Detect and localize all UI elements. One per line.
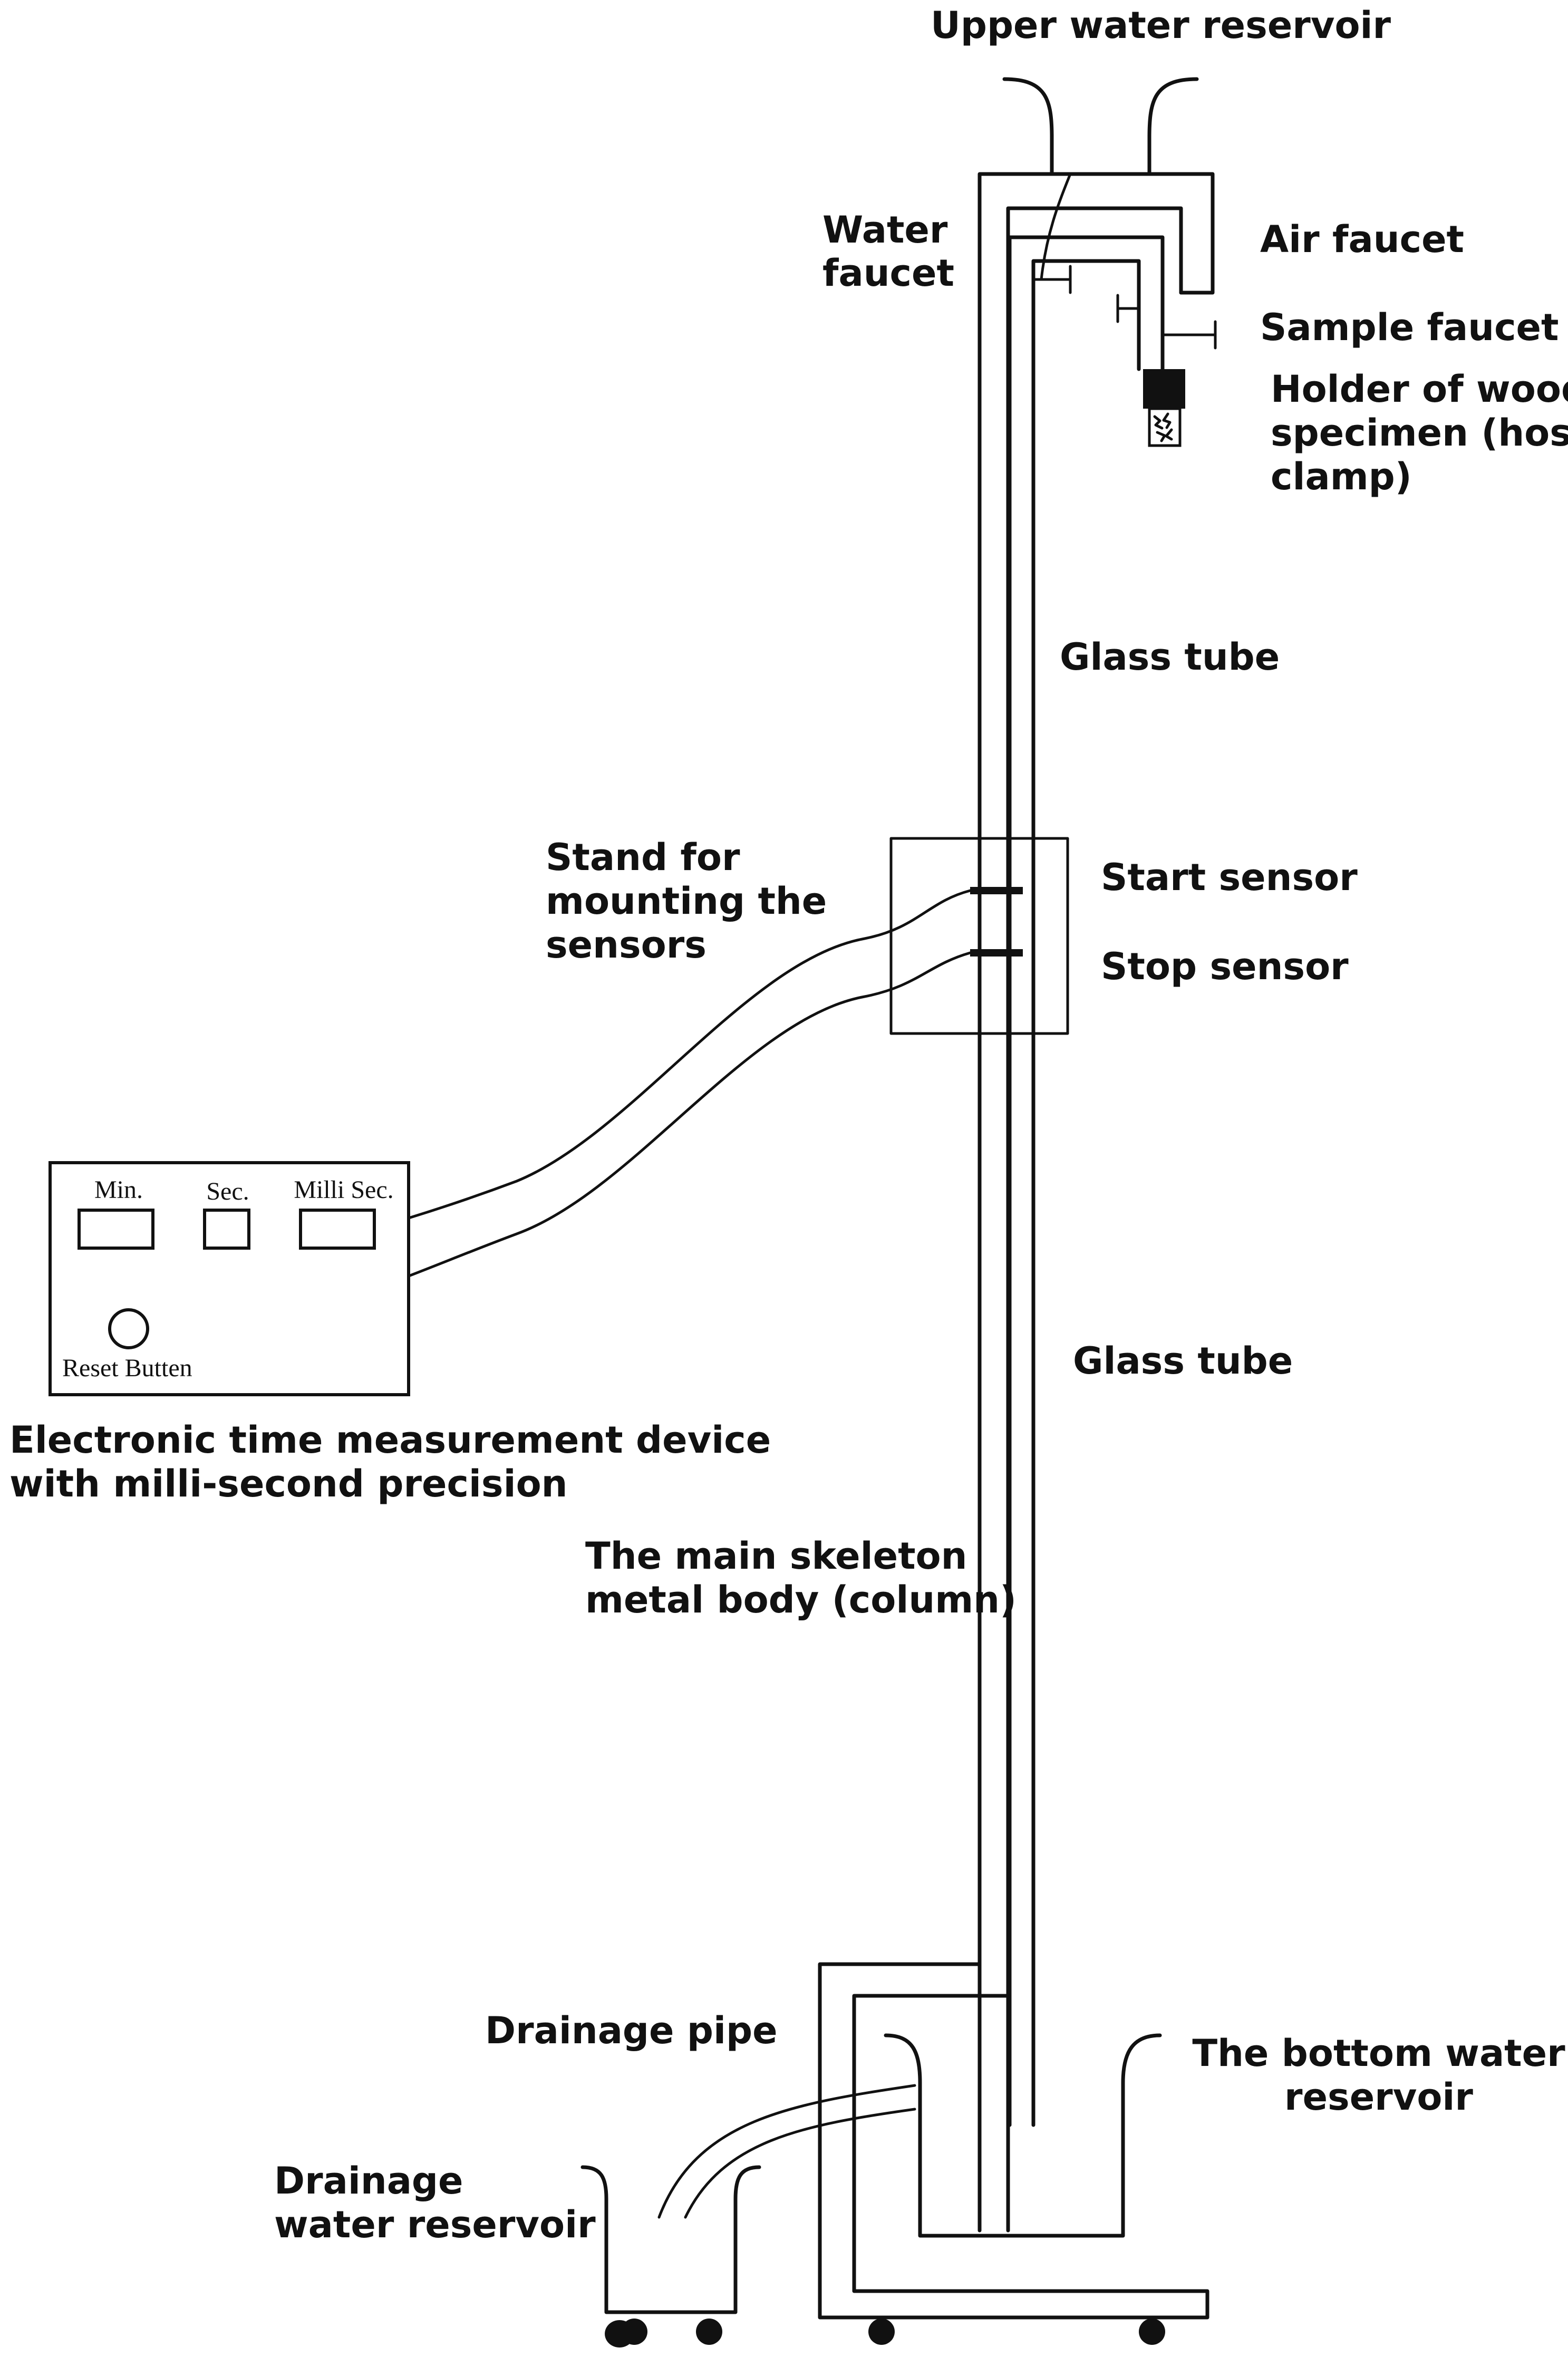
bottom-reservoir-label-1: The bottom water: [1192, 2032, 1565, 2075]
wood-specimen: [1148, 407, 1182, 447]
drainage-reservoir-label-1: Drainage: [274, 2159, 463, 2203]
start-sensor: [970, 887, 1023, 894]
milli-sec-label: Milli Sec.: [294, 1176, 393, 1204]
skeleton-label-2: metal body (column): [585, 1578, 1017, 1621]
stand-label-3: sensors: [546, 923, 706, 967]
wood-specimen-texture: [1153, 412, 1173, 442]
wheel-drain-left: [621, 2319, 647, 2345]
sample-faucet-label: Sample faucet: [1260, 306, 1559, 349]
start-sensor-cable: [407, 889, 972, 1220]
wheel-drain-right: [696, 2319, 722, 2345]
stop-sensor: [970, 949, 1023, 957]
sample-faucet: [1161, 320, 1217, 350]
drainage-pipe: [657, 2084, 916, 2219]
sensor-stand: [889, 837, 1069, 1035]
wheels: [605, 2319, 1165, 2348]
sec-label: Sec.: [206, 1177, 249, 1205]
wheel-base-left: [868, 2319, 895, 2345]
stop-sensor-cable: [407, 951, 972, 1278]
start-sensor-label: Start sensor: [1101, 856, 1358, 899]
glass-tube-inner: [1031, 259, 1141, 2127]
holder-label-2: specimen (hose: [1271, 411, 1568, 455]
stand-label-1: Stand for: [546, 836, 740, 879]
glass-tube: [1008, 235, 1165, 2127]
min-label: Min.: [94, 1176, 143, 1204]
reset-button: [108, 1308, 149, 1349]
stand-label-2: mounting the: [546, 880, 827, 923]
drainage-pipe-inner: [684, 2108, 916, 2219]
base-frame-outer: [818, 1962, 1209, 2320]
stop-sensor-label: Stop sensor: [1101, 945, 1349, 988]
bottom-reservoir-label-2: reservoir: [1284, 2075, 1473, 2119]
timer-device: Min. Sec. Milli Sec. Reset Butten: [49, 1161, 410, 1396]
holder-label-1: Holder of wood: [1271, 368, 1568, 411]
device-label-2: with milli-second precision: [9, 1462, 568, 1505]
wheel-base-right: [1139, 2319, 1165, 2345]
drainage-reservoir-label-2: water reservoir: [274, 2203, 596, 2246]
sec-display: [203, 1209, 250, 1250]
reset-label: Reset Butten: [62, 1354, 192, 1382]
water-inlet-line: [1040, 172, 1072, 281]
bottom-reservoir-vessel: [884, 2033, 1162, 2238]
water-faucet: [1032, 265, 1072, 294]
glass-tube-lower-label: Glass tube: [1073, 1339, 1293, 1383]
device-label-1: Electronic time measurement device: [9, 1418, 771, 1462]
air-faucet-label: Air faucet: [1260, 218, 1464, 261]
drainage-reservoir-vessel: [580, 2165, 761, 2314]
water-faucet-label-1: Water: [822, 208, 948, 252]
milli-sec-display: [299, 1209, 376, 1250]
glass-tube-upper-label: Glass tube: [1060, 635, 1280, 679]
drainage-pipe-label: Drainage pipe: [485, 2009, 778, 2052]
main-column-frame: [977, 172, 1215, 2233]
skeleton-label-1: The main skeleton: [585, 1534, 967, 1578]
upper-reservoir-label: Upper water reservoir: [931, 4, 1391, 47]
specimen-holder-clamp: [1143, 369, 1185, 409]
water-faucet-label-2: faucet: [822, 252, 954, 295]
air-faucet: [1116, 294, 1140, 323]
upper-reservoir-vessel: [1002, 77, 1199, 176]
min-display: [78, 1209, 154, 1250]
holder-label-3: clamp): [1271, 455, 1412, 498]
